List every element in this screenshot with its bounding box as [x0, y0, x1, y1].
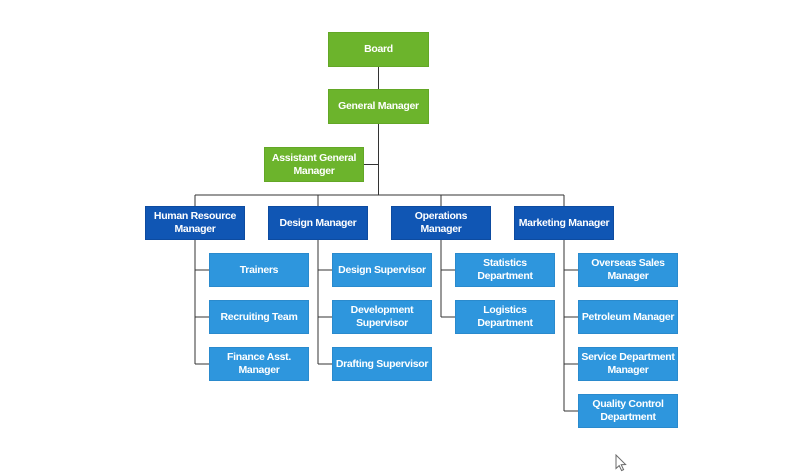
org-node-label: Marketing Manager: [518, 216, 610, 229]
org-node-label: Design Manager: [279, 216, 357, 229]
org-node-operations_manager[interactable]: Operations Manager: [391, 206, 491, 240]
org-node-label: Logistics Department: [477, 304, 533, 329]
org-node-trainers[interactable]: Trainers: [209, 253, 309, 287]
org-node-recruiting_team[interactable]: Recruiting Team: [209, 300, 309, 334]
org-node-label: Petroleum Manager: [581, 310, 675, 323]
org-node-finance_asst_manager[interactable]: Finance Asst. Manager: [209, 347, 309, 381]
org-node-general_manager[interactable]: General Manager: [328, 89, 429, 124]
org-node-label: Finance Asst. Manager: [227, 351, 291, 376]
org-node-logistics_department[interactable]: Logistics Department: [455, 300, 555, 334]
org-node-overseas_sales_manager[interactable]: Overseas Sales Manager: [578, 253, 678, 287]
org-node-design_manager[interactable]: Design Manager: [268, 206, 368, 240]
org-node-label: Development Supervisor: [350, 304, 414, 329]
org-node-quality_control_department[interactable]: Quality Control Department: [578, 394, 678, 428]
org-node-label: Drafting Supervisor: [335, 357, 429, 370]
org-node-statistics_department[interactable]: Statistics Department: [455, 253, 555, 287]
org-node-marketing_manager[interactable]: Marketing Manager: [514, 206, 614, 240]
org-node-service_department_manager[interactable]: Service Department Manager: [578, 347, 678, 381]
org-node-label: Statistics Department: [477, 257, 533, 282]
org-node-label: Design Supervisor: [338, 263, 426, 276]
org-node-label: Human Resource Manager: [153, 210, 237, 235]
org-node-assistant_general_manager[interactable]: Assistant General Manager: [264, 147, 364, 182]
org-node-label: Operations Manager: [414, 210, 468, 235]
org-node-label: Service Department Manager: [581, 351, 675, 376]
org-node-development_supervisor[interactable]: Development Supervisor: [332, 300, 432, 334]
org-node-label: General Manager: [338, 100, 419, 112]
org-node-drafting_supervisor[interactable]: Drafting Supervisor: [332, 347, 432, 381]
org-node-design_supervisor[interactable]: Design Supervisor: [332, 253, 432, 287]
org-node-board[interactable]: Board: [328, 32, 429, 67]
org-node-human_resource_manager[interactable]: Human Resource Manager: [145, 206, 245, 240]
org-node-label: Overseas Sales Manager: [591, 257, 665, 282]
org-node-label: Recruiting Team: [220, 310, 298, 323]
org-node-label: Assistant General Manager: [271, 151, 357, 177]
org-node-label: Quality Control Department: [592, 398, 664, 423]
org-node-petroleum_manager[interactable]: Petroleum Manager: [578, 300, 678, 334]
org-node-label: Board: [364, 43, 393, 55]
org-node-label: Trainers: [239, 263, 279, 276]
